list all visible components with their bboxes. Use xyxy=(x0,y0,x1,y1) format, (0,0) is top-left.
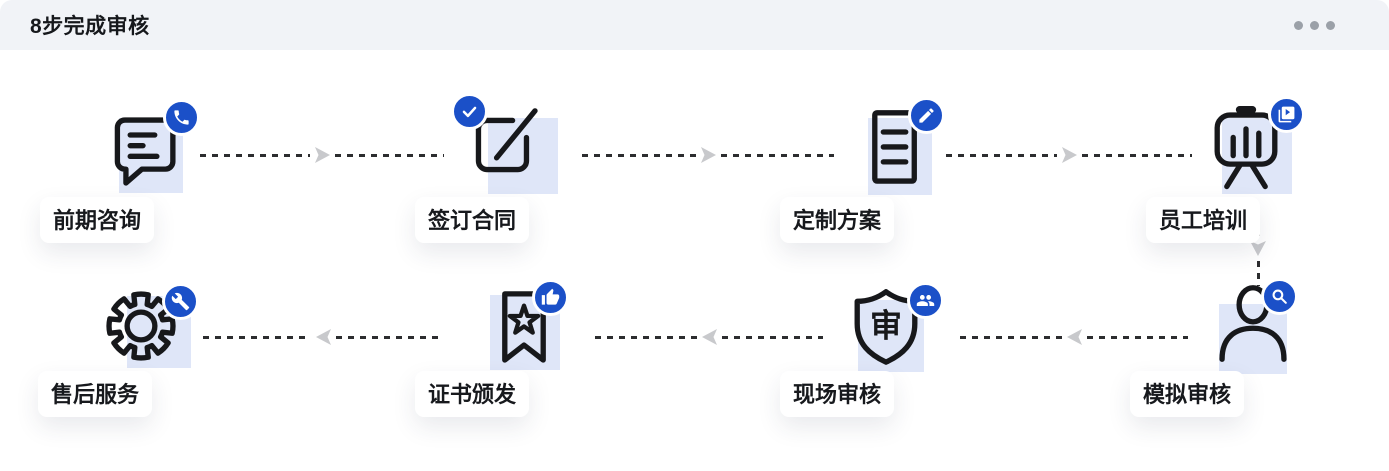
step-pre-consultation xyxy=(95,99,205,213)
step-certificate-issue xyxy=(476,279,586,390)
arrow-left-icon xyxy=(315,329,331,345)
step-label: 模拟审核 xyxy=(1130,371,1245,417)
check-icon xyxy=(451,93,488,130)
step-label: 现场审核 xyxy=(780,371,895,417)
video-icon xyxy=(1268,96,1305,133)
connector-right xyxy=(582,147,834,163)
card-header: 8步完成审核 xyxy=(0,0,1389,50)
step-sign-contract xyxy=(451,93,565,207)
step-label: 证书颁发 xyxy=(415,371,530,417)
step-label: 售后服务 xyxy=(38,371,153,417)
step-staff-training xyxy=(1198,96,1308,208)
people-icon xyxy=(907,282,944,319)
connector-left xyxy=(595,329,823,345)
connector-left xyxy=(203,329,443,345)
pen-icon xyxy=(908,97,945,134)
shield-char: 审 xyxy=(870,308,902,344)
step-label: 前期咨询 xyxy=(40,197,155,243)
page-title: 8步完成审核 xyxy=(30,15,150,38)
arrow-right-icon xyxy=(314,147,330,163)
connector-left xyxy=(960,329,1188,345)
step-label: 员工培训 xyxy=(1146,197,1261,243)
thumbs-up-icon xyxy=(532,279,569,316)
arrow-left-icon xyxy=(701,329,717,345)
arrow-left-icon xyxy=(1066,329,1082,345)
more-options-icon[interactable] xyxy=(1292,15,1337,36)
presentation-icon xyxy=(1214,106,1278,190)
connector-right xyxy=(946,147,1192,163)
phone-icon xyxy=(163,99,200,136)
arrow-right-icon xyxy=(1061,147,1077,163)
arrow-right-icon xyxy=(700,147,716,163)
wrench-icon xyxy=(162,283,199,320)
gear-icon xyxy=(106,291,176,361)
step-label: 定制方案 xyxy=(780,197,895,243)
document-icon xyxy=(872,110,917,184)
magnifier-icon xyxy=(1261,278,1298,315)
step-label: 签订合同 xyxy=(415,197,530,243)
step-onsite-audit: 审 xyxy=(838,280,948,390)
connector-right xyxy=(200,147,444,163)
step-after-sales xyxy=(93,278,203,388)
step-custom-plan xyxy=(846,97,956,210)
arrow-down-icon xyxy=(1250,240,1266,256)
step-mock-audit xyxy=(1205,276,1315,386)
